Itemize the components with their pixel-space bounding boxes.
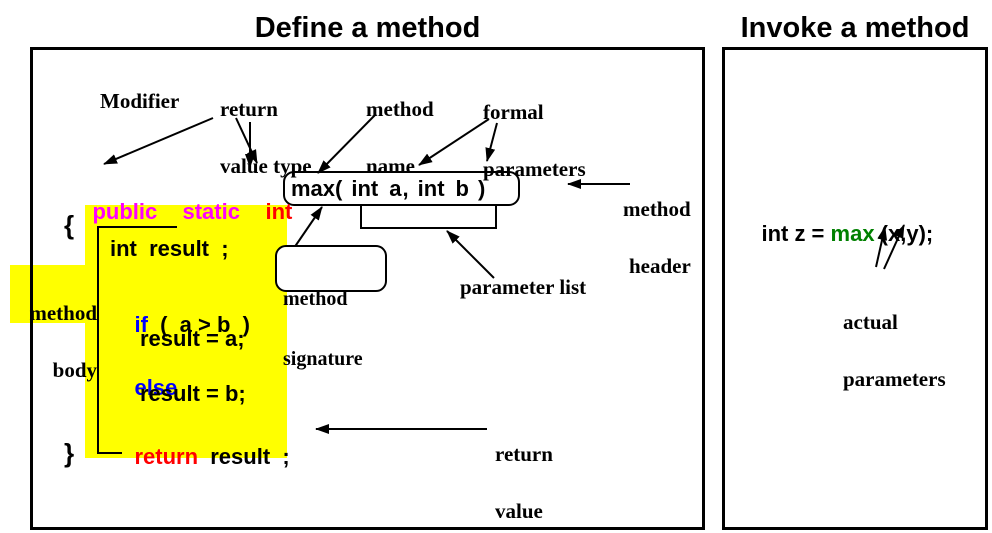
invoke-title: Invoke a method: [740, 12, 970, 44]
code-param2-type: int: [417, 175, 445, 201]
code-rparen: ): [477, 175, 486, 201]
code-modifier-static: static: [182, 199, 240, 224]
invoke-panel: [722, 47, 988, 530]
method-name-line1: method: [366, 97, 434, 121]
code-return-type: int: [265, 199, 293, 224]
code-line-then: result = a;: [140, 326, 245, 351]
code-param1-name: a: [389, 175, 402, 201]
return-value-label: return value: [495, 407, 553, 533]
method-signature-label: method signature: [277, 247, 385, 409]
define-panel: [30, 47, 705, 530]
method-body-line2: body: [52, 358, 97, 382]
code-method-name: max: [291, 175, 336, 201]
formal-parameters-label: formal parameters: [483, 65, 586, 217]
code-line-else-assign: result = b;: [140, 381, 246, 406]
method-header-line2: header: [629, 254, 691, 278]
code-close-brace: }: [64, 438, 75, 468]
return-value-type-line2: value type: [220, 154, 312, 178]
return-value-type-line1: return: [220, 97, 278, 121]
code-comma: ,: [402, 175, 409, 201]
code-modifier-public: public: [92, 199, 158, 224]
actual-parameters-label: actual parameters: [843, 275, 946, 427]
method-body-label: method body: [5, 266, 97, 418]
code-open-brace: {: [64, 210, 75, 240]
actual-parameters-line1: actual: [843, 310, 898, 334]
formal-parameters-line2: parameters: [483, 157, 586, 181]
actual-parameters-line2: parameters: [843, 367, 946, 391]
define-title: Define a method: [254, 12, 481, 44]
code-param1-type: int: [351, 175, 379, 201]
invoke-code-arguments: (x,y);: [874, 221, 934, 246]
invoke-code-method-name: max: [830, 221, 875, 246]
return-value-line2: value: [495, 499, 543, 523]
method-name-label: method name: [366, 62, 434, 214]
method-name-line2: name: [366, 154, 415, 178]
method-signature-box: method signature: [275, 245, 387, 369]
method-signature-line2: signature: [283, 348, 363, 370]
return-value-line1: return: [495, 442, 553, 466]
code-lparen: (: [335, 175, 343, 201]
code-param2-name: b: [455, 175, 469, 201]
invoke-code-prefix: int z =: [761, 221, 831, 246]
code-line-return: return result ;: [134, 444, 290, 469]
method-body-line1: method: [29, 301, 97, 325]
modifier-label: Modifier: [100, 89, 180, 113]
formal-parameters-line1: formal: [483, 100, 544, 124]
method-header-label: method header: [623, 162, 691, 314]
method-header-line1: method: [623, 197, 691, 221]
invoke-code-line: int z = max (x,y);: [737, 198, 933, 270]
method-body-label-highlight: [10, 265, 100, 323]
code-line-declaration: int result ;: [110, 236, 229, 261]
parameter-list-label: parameter list: [460, 275, 587, 299]
method-signature-line1: method: [283, 288, 348, 310]
